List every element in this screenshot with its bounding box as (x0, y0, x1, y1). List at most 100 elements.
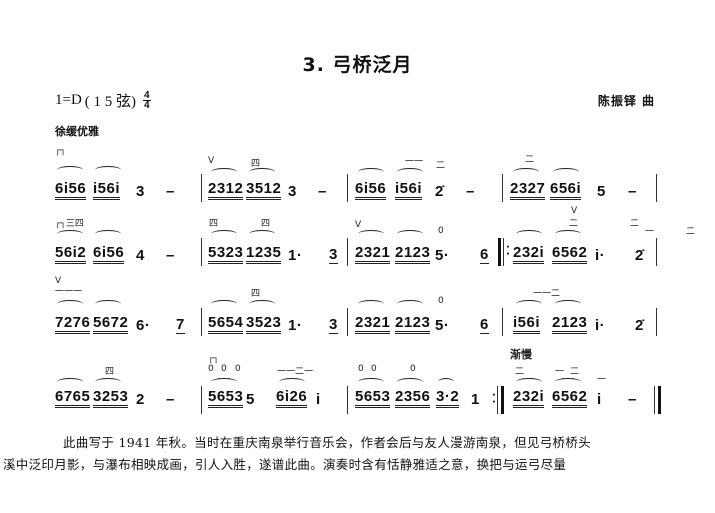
harmonic-mark: 0 (221, 364, 227, 374)
note-group: 6765 (55, 388, 91, 408)
note: 3 (329, 246, 338, 264)
description-line-1: 此曲写于 1941 年秋。当时在重庆南泉举行音乐会，作者会后与友人漫游南泉，但见… (63, 435, 591, 450)
slur (516, 378, 542, 386)
note-group: 6562 (552, 388, 588, 408)
position-mark: 一 (645, 227, 655, 237)
slur (57, 230, 83, 238)
note-group: 5654 (208, 314, 244, 334)
barline (201, 238, 202, 266)
note-group: 7276 (55, 314, 91, 334)
slur (516, 300, 542, 308)
barline (347, 386, 348, 414)
position-mark: 二 (525, 155, 535, 165)
slur (95, 230, 121, 238)
slur (279, 378, 305, 386)
note: i (597, 391, 602, 408)
note-group: 2356 (395, 388, 431, 408)
repeat-end-bar (501, 386, 504, 414)
string-mark: 四 (105, 367, 115, 377)
harmonic-mark: 0 (438, 226, 444, 236)
harmonic-mark: 0 (235, 364, 241, 374)
slur (358, 230, 384, 238)
slur (57, 300, 83, 308)
note-group: 6i56 (355, 180, 387, 200)
piece-title: 3. 弓桥泛月 (302, 54, 413, 76)
barline (347, 308, 348, 336)
barline (502, 308, 503, 336)
slur (95, 300, 121, 308)
note: 5 (597, 183, 606, 200)
slur (555, 230, 581, 238)
note-group: i56i (93, 180, 121, 200)
dash: – (628, 391, 637, 408)
barline (347, 238, 348, 266)
note: 5· (435, 317, 450, 334)
note-group: 5323 (208, 244, 244, 264)
tempo-marking: 徐缓优雅 (55, 125, 99, 138)
note-group: 2123 (395, 314, 431, 334)
bow-change-mark: V (55, 276, 62, 286)
note-group: 2327 (510, 180, 546, 200)
note-group: 232i (513, 244, 545, 264)
slur (249, 300, 275, 308)
dash: – (166, 391, 175, 408)
string-mark: 四 (261, 219, 271, 229)
note-group: 656i (550, 180, 582, 200)
string-mark: 四 (251, 289, 261, 299)
harmonic-mark: 0 (208, 364, 214, 374)
note-group: 3·2 (436, 388, 460, 408)
repeat-dots: ·· (506, 242, 510, 260)
string-mark: 四 (209, 219, 219, 229)
bow-change-mark: V (355, 220, 362, 230)
note: 6 (480, 246, 489, 264)
slur (516, 230, 542, 238)
note-group: 2123 (552, 314, 588, 334)
bowing-mark: ┌┐三四 (55, 219, 84, 229)
score-row-3: V 一一一 7276 5672 6· 7 四 5654 3523 1· 3 0 … (55, 276, 665, 342)
slur (513, 168, 539, 176)
barline (656, 174, 657, 202)
note-group: 2123 (395, 244, 431, 264)
note: 2 (136, 391, 145, 408)
slur (249, 168, 275, 176)
position-mark: 二 (436, 161, 446, 171)
tempo-change: 渐慢 (510, 348, 532, 361)
bowing-mark: ┌┐ (208, 354, 219, 364)
note: i· (595, 247, 606, 264)
key-label: 1=D (55, 92, 82, 108)
slur (555, 378, 581, 386)
score-row-1: ┌┐ 6i56 i56i 3 – V 四 2312 3512 3 – 一一 二 … (55, 146, 665, 208)
position-mark: 一 (555, 367, 565, 377)
note-group: 6i56 (55, 180, 87, 200)
barline (347, 174, 348, 202)
note: 5· (435, 247, 450, 264)
note: 6 (480, 316, 489, 334)
score-row-4: 四 6765 3253 2 – ┌┐ 0 0 0 一一二一 5653 5 6i2… (55, 348, 665, 416)
tuning-label: ( 1 5 弦) (84, 94, 137, 110)
note: i· (595, 317, 606, 334)
score-row-2: ┌┐三四 56i2 6i56 4 – 四 四 5323 1235 1· 3 V … (55, 206, 695, 272)
position-mark: 一一一 (55, 287, 83, 297)
slur (211, 168, 237, 176)
note-group: 5653 (208, 388, 244, 408)
note-group: i56i (513, 314, 541, 334)
slur (555, 300, 581, 308)
bowing-mark: ┌┐ (55, 146, 66, 156)
note: 2̇ (635, 317, 644, 334)
note: 5 (246, 391, 255, 408)
slur (211, 230, 237, 238)
string-mark: 四 (251, 159, 261, 169)
dash: – (166, 247, 175, 264)
position-mark: 一一 (405, 157, 424, 167)
dash: – (318, 183, 327, 200)
position-mark: 二 (569, 219, 579, 229)
barline (201, 308, 202, 336)
note: 1· (288, 317, 303, 334)
dash: – (628, 183, 637, 200)
composer-credit: 陈振铎 曲 (597, 94, 655, 108)
harmonic-mark: 0 (371, 364, 377, 374)
position-mark: 一一二一 (277, 367, 314, 377)
note: 6· (136, 317, 151, 334)
note-group: 2312 (208, 180, 244, 200)
slur (211, 300, 237, 308)
